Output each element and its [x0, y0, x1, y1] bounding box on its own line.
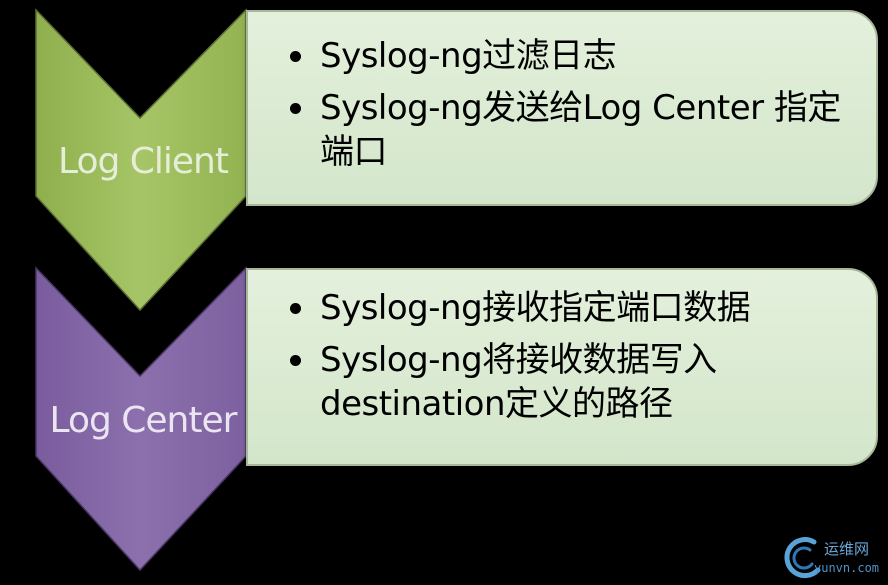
bullet-dot-icon: [290, 355, 301, 366]
bullet-item: Syslog-ng接收指定端口数据: [286, 286, 866, 330]
bullet-text: Syslog-ng接收指定端口数据: [320, 288, 751, 328]
watermark-url: yunvn.com: [814, 561, 880, 575]
bullet-list: Syslog-ng接收指定端口数据 Syslog-ng将接收数据写入destin…: [286, 286, 866, 434]
bullet-dot-icon: [290, 103, 301, 114]
chevron-label-log-center: Log Center: [50, 400, 238, 441]
bullet-dot-icon: [290, 51, 301, 62]
stage-box-log-client: Syslog-ng过滤日志 Syslog-ng发送给Log Center 指定端…: [246, 10, 878, 206]
chevron-label-log-client: Log Client: [58, 141, 229, 182]
stage-box-log-center: Syslog-ng接收指定端口数据 Syslog-ng将接收数据写入destin…: [246, 268, 878, 466]
bullet-item: Syslog-ng将接收数据写入destination定义的路径: [286, 338, 866, 426]
bullet-text: Syslog-ng发送给Log Center 指定端口: [320, 88, 841, 172]
bullet-item: Syslog-ng发送给Log Center 指定端口: [286, 86, 866, 174]
bullet-list: Syslog-ng过滤日志 Syslog-ng发送给Log Center 指定端…: [286, 34, 866, 182]
watermark-logo-icon: [784, 537, 821, 579]
bullet-dot-icon: [290, 303, 301, 314]
watermark: 运维网 yunvn.com: [784, 536, 888, 582]
bullet-text: Syslog-ng过滤日志: [320, 36, 617, 76]
watermark-text: 运维网: [824, 540, 870, 558]
bullet-text: Syslog-ng将接收数据写入destination定义的路径: [320, 340, 717, 424]
bullet-item: Syslog-ng过滤日志: [286, 34, 866, 78]
